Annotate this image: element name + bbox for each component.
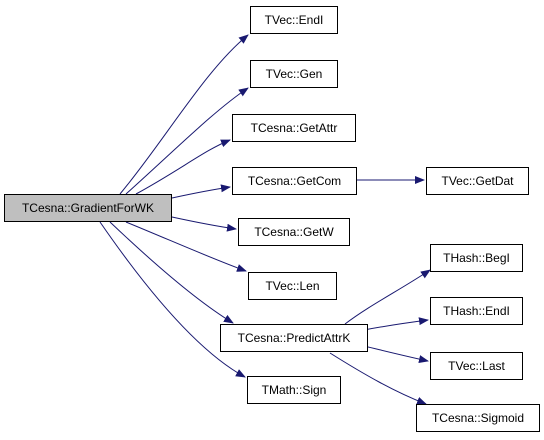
node-math-sign[interactable]: TMath::Sign [247, 376, 341, 404]
edge-predictattrk-to-hash-begi [344, 269, 431, 325]
edge-gradientforwk-to-cesna-getw [171, 216, 237, 232]
node-vec-len[interactable]: TVec::Len [248, 272, 337, 300]
node-cesna-getw[interactable]: TCesna::GetW [238, 218, 350, 246]
node-vec-endi[interactable]: TVec::EndI [250, 6, 338, 34]
node-vec-gen[interactable]: TVec::Gen [250, 60, 338, 88]
node-gradientforwk: TCesna::GradientForWK [4, 194, 172, 222]
edge-gradientforwk-to-vec-endi [119, 34, 249, 195]
edge-predictattrk-to-hash-endi [363, 317, 429, 331]
node-cesna-sigmoid[interactable]: TCesna::Sigmoid [416, 404, 540, 432]
node-cesna-predictattrk[interactable]: TCesna::PredictAttrK [220, 324, 368, 352]
edge-gradientforwk-to-cesna-getattr [135, 139, 231, 195]
edge-gradientforwk-to-cesna-getcom [171, 184, 231, 199]
edge-gradientforwk-to-cesna-predictattrk [109, 221, 234, 324]
edge-predictattrk-to-cesna-sigmoid [329, 352, 427, 405]
node-hash-endi[interactable]: THash::EndI [430, 297, 523, 325]
node-vec-getdat[interactable]: TVec::GetDat [426, 167, 529, 195]
edge-gradientforwk-to-vec-len [125, 221, 247, 272]
edge-predictattrk-to-vec-last [363, 345, 429, 363]
edge-gradientforwk-to-vec-gen [125, 87, 249, 195]
node-vec-last[interactable]: TVec::Last [430, 352, 523, 380]
node-cesna-getcom[interactable]: TCesna::GetCom [232, 167, 357, 195]
node-cesna-getattr[interactable]: TCesna::GetAttr [232, 114, 356, 142]
node-hash-begi[interactable]: THash::BegI [430, 244, 523, 272]
edge-gradientforwk-to-math-sign [99, 221, 246, 378]
